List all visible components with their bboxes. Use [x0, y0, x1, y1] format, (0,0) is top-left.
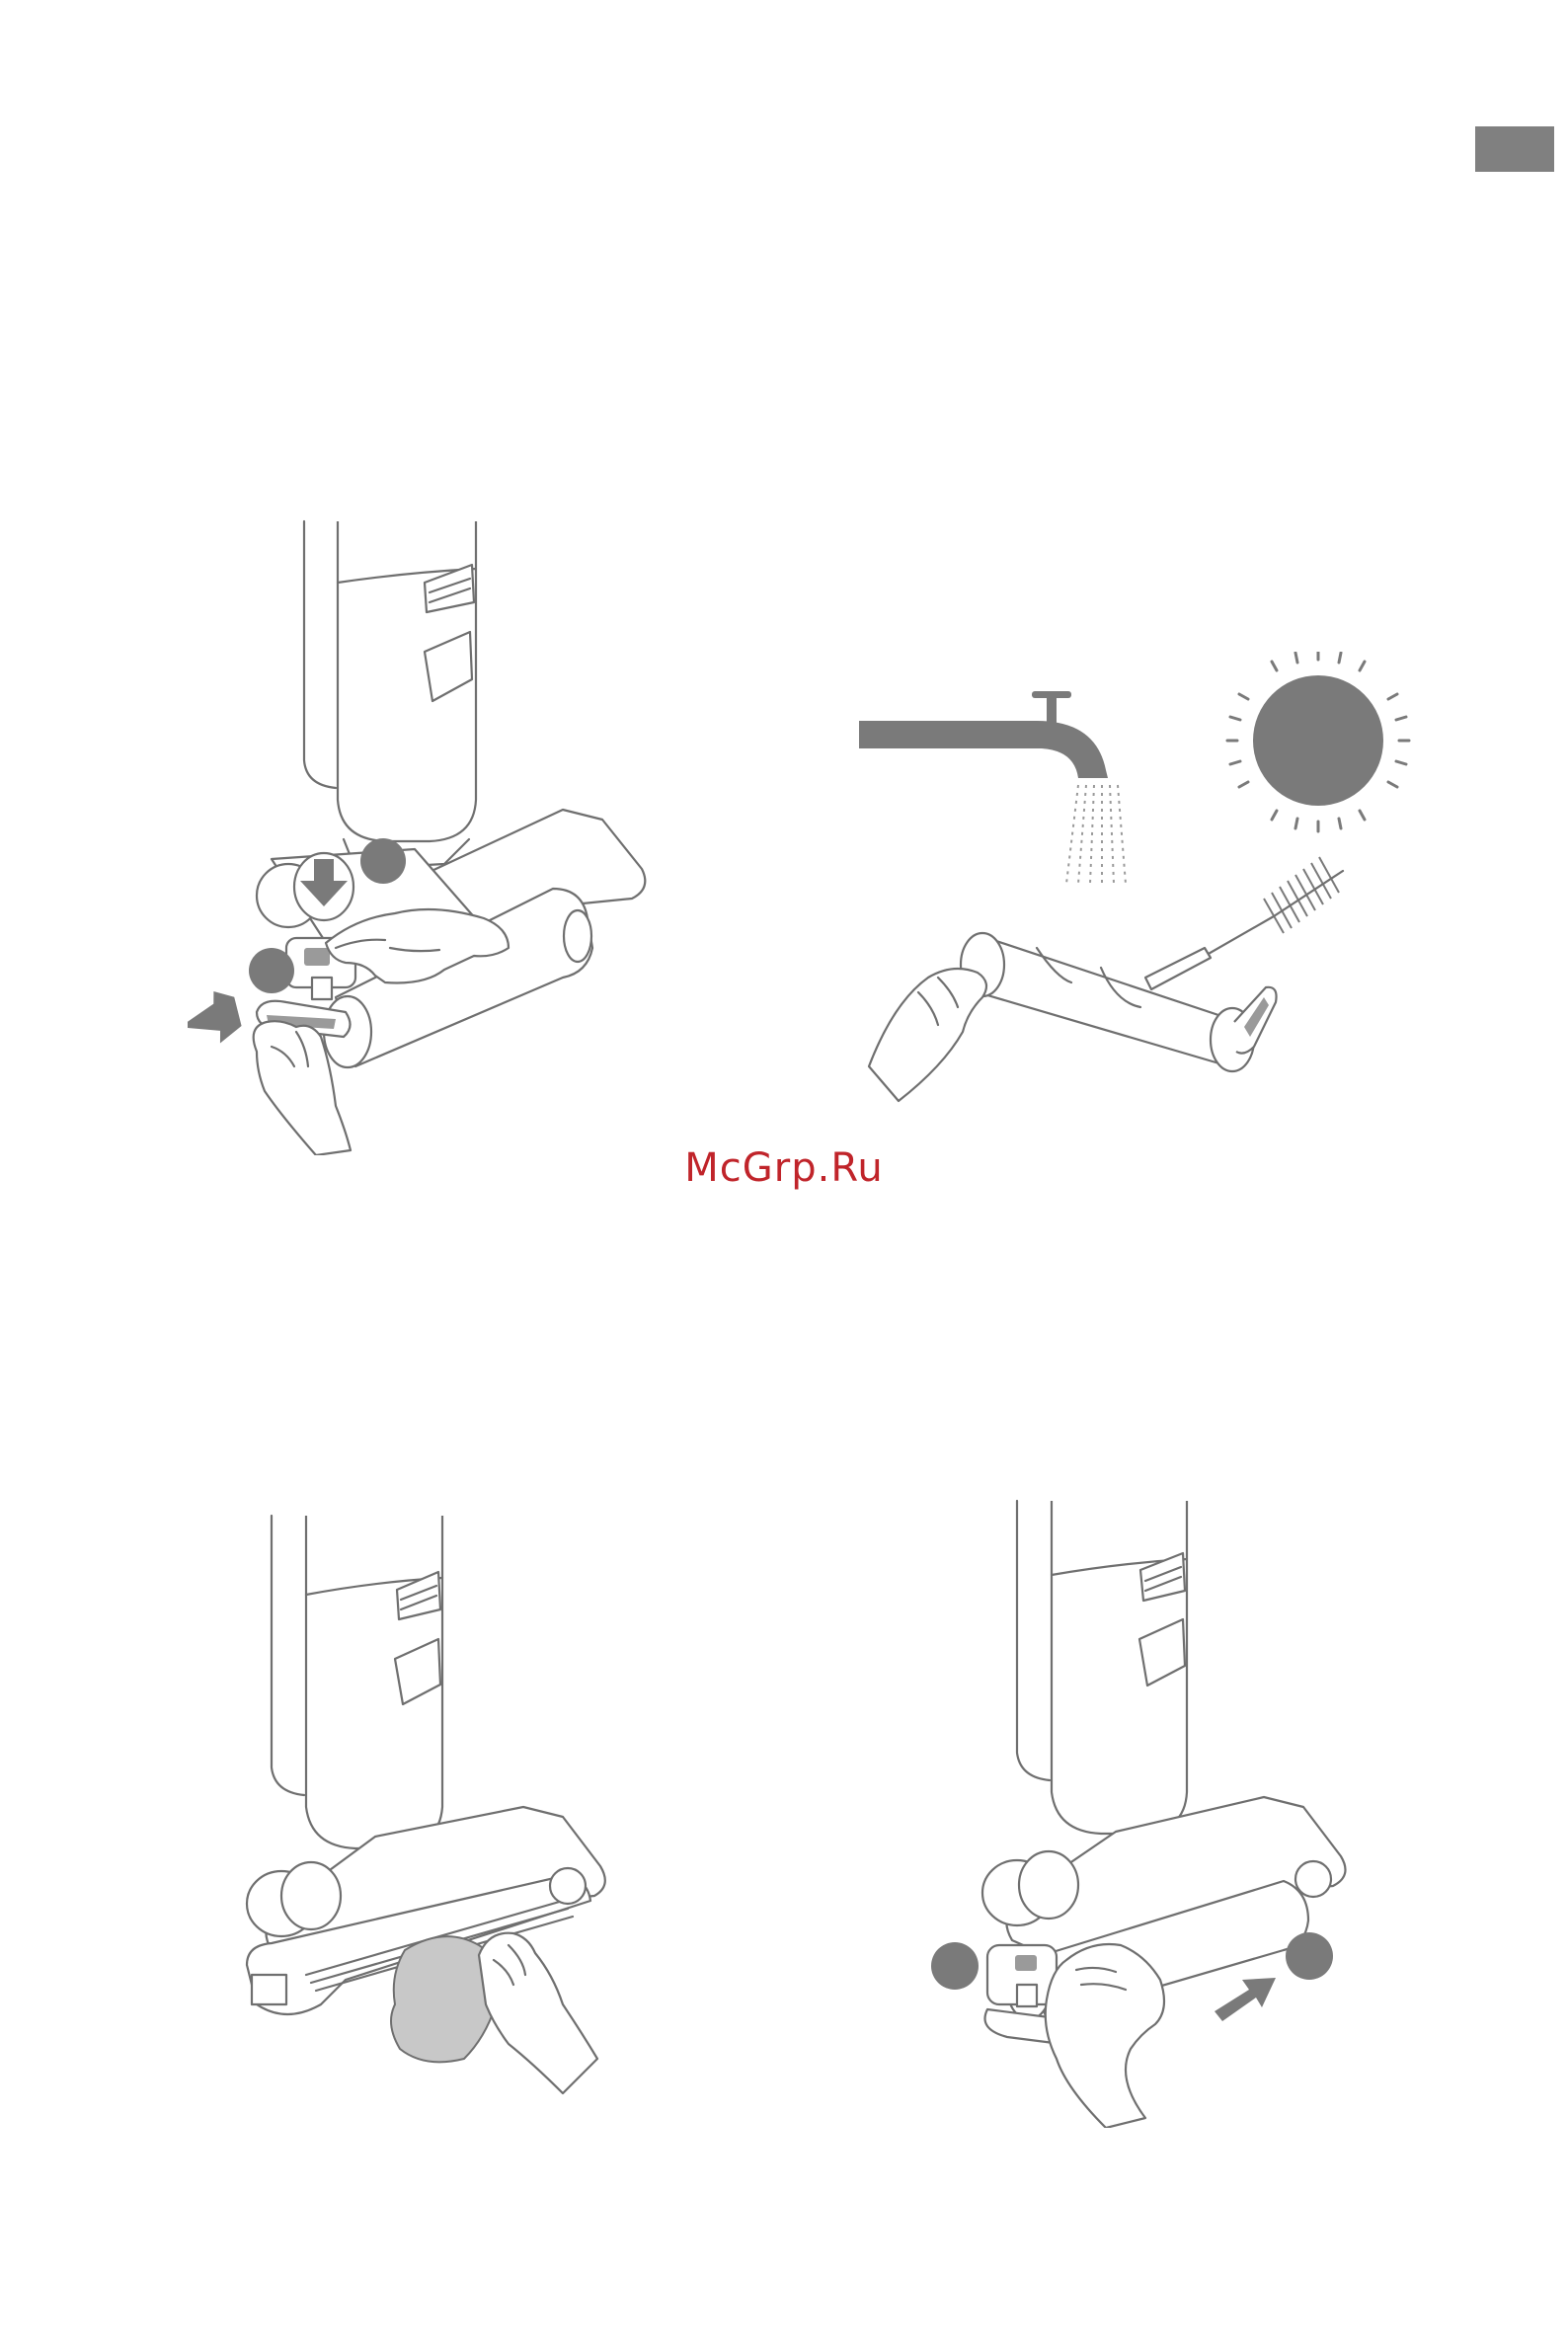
pull-arrow-icon	[188, 985, 247, 1054]
step-marker-1	[360, 838, 406, 884]
hand-icon	[1046, 1944, 1164, 2128]
sun-icon	[1227, 652, 1409, 831]
hand-icon	[869, 969, 986, 1101]
step-marker-2	[249, 948, 294, 993]
watermark: McGrp.Ru	[0, 1145, 1568, 1191]
wipe-roller-bay-illustration	[227, 1511, 622, 2123]
insert-roller-illustration	[918, 1496, 1353, 2128]
remove-roller-illustration	[188, 513, 662, 1155]
brush-icon	[1145, 857, 1343, 989]
step-marker-1	[931, 1942, 979, 1990]
push-arrow-icon	[1215, 1978, 1276, 2021]
wash-and-dry-illustration	[859, 652, 1412, 1116]
page-tab-marker	[1475, 126, 1554, 172]
roller-icon	[961, 933, 1277, 1071]
step-marker-2	[1286, 1932, 1333, 1980]
faucet-icon	[859, 691, 1108, 778]
water-stream-icon	[1066, 785, 1126, 884]
hand-icon	[479, 1933, 597, 2093]
